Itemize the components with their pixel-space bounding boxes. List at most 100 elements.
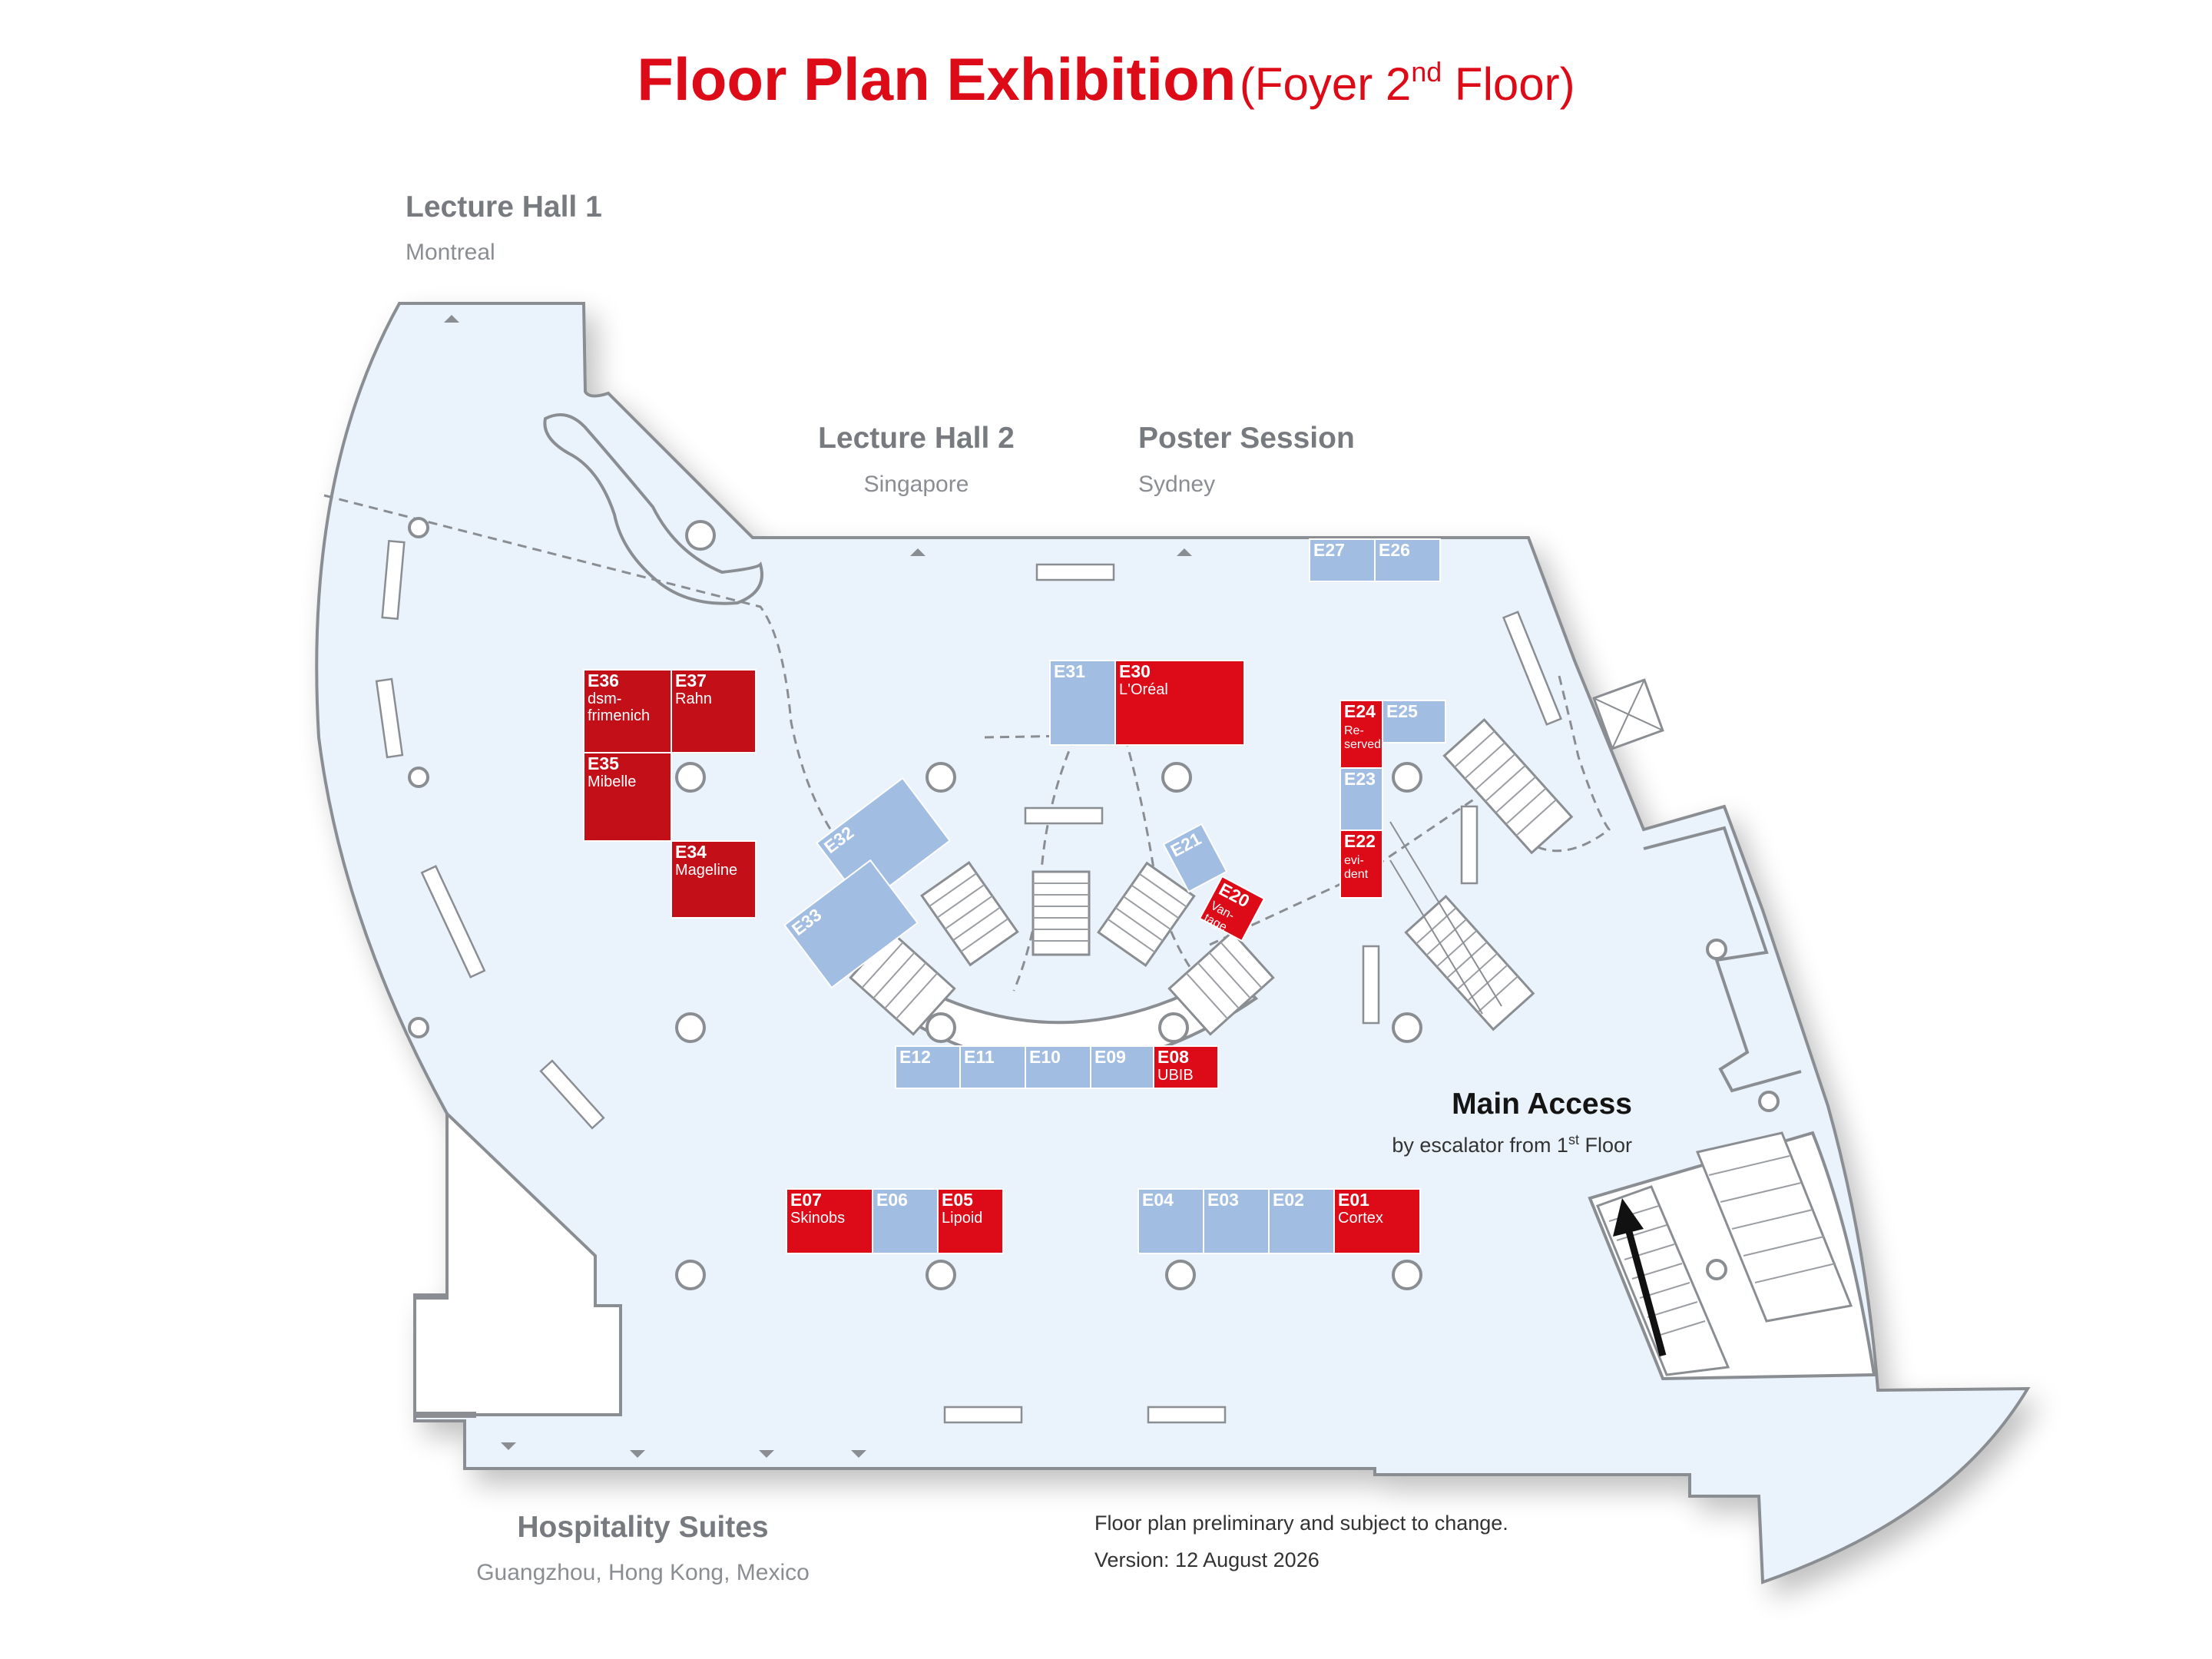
booth-area[interactable] [583,752,672,842]
pillar [1165,1260,1196,1290]
title-sub: (Foyer 2nd Floor) [1239,56,1575,110]
booth-id-label: E23 [1344,769,1376,789]
booth-area[interactable] [937,1188,1004,1254]
booth-area[interactable] [872,1188,939,1254]
booth-e12[interactable]: E12 [895,1045,961,1089]
stair-right-upper [1442,718,1574,855]
booth-area[interactable] [1090,1045,1154,1089]
booth-e02[interactable]: E02 [1268,1188,1335,1254]
version-note: Version: 12 August 2026 [1094,1548,1320,1571]
booth-area[interactable] [671,669,757,753]
booth-e10[interactable]: E10 [1025,1045,1091,1089]
booth-area[interactable] [1339,767,1383,831]
booth-id-label: E06 [876,1190,908,1210]
pillar [926,1012,956,1043]
booth-id-label: E24 [1344,701,1376,721]
booth-area[interactable] [583,669,672,753]
stair-guide-2 [1389,859,1483,1015]
pillar [1158,1012,1189,1043]
right-wall-niche [1643,826,1802,1093]
booth-area[interactable] [1268,1188,1335,1254]
booth-id-label: E37 [675,671,707,690]
booth-e09[interactable]: E09 [1090,1045,1154,1089]
booth-e21[interactable]: E21 [1162,823,1228,893]
booth-e32[interactable]: E32 [816,777,951,907]
booth-area[interactable] [1162,823,1228,893]
booth-area[interactable] [786,1188,873,1254]
booth-e04[interactable]: E04 [1137,1188,1204,1254]
poster-session-name: Poster Session [1138,422,1355,455]
booth-id-label: E34 [675,842,707,862]
bench-1 [1035,563,1115,581]
main-access-sub: by escalator from 1st Floor [1392,1132,1632,1157]
bench-3 [943,1406,1023,1424]
booth-area[interactable] [783,859,919,989]
pillar [685,520,716,551]
booth-id-label: E03 [1207,1190,1239,1210]
lecture-hall-1-sub: Montreal [406,240,495,265]
pillar [1392,762,1422,793]
escalator-up-arrow-icon [1613,1198,1667,1357]
booth-e25[interactable]: E25 [1382,700,1446,743]
booth-area[interactable] [1198,875,1266,942]
booth-area[interactable] [1382,700,1446,743]
booth-area[interactable] [1309,538,1376,582]
poster-session-sub: Sydney [1138,472,1215,497]
booth-area[interactable] [1153,1045,1219,1089]
pillar [1392,1012,1422,1043]
booth-area[interactable] [1049,660,1116,746]
bench-7 [420,865,486,979]
booth-area[interactable] [895,1045,961,1089]
booth-company-label: evi-dent [1344,854,1369,881]
bench-9 [1502,611,1562,726]
pillar [408,517,429,538]
booth-company-label: UBIB [1157,1067,1194,1084]
booth-area[interactable] [1333,1188,1421,1254]
booth-e23[interactable]: E23 [1339,767,1383,831]
booth-id-label: E02 [1273,1190,1304,1210]
booth-company-label: L'Oréal [1119,681,1168,698]
pillar [1392,1260,1422,1290]
booth-id-label: E27 [1313,540,1345,560]
door-marker-2 [910,548,926,556]
sculpture-wall [543,413,763,605]
booth-e27[interactable]: E27 [1309,538,1376,582]
booth-area[interactable] [1374,538,1441,582]
booth-e11[interactable]: E11 [959,1045,1026,1089]
door-marker-1 [444,315,459,323]
booth-area[interactable] [1114,660,1245,746]
pillar [675,762,706,793]
booth-e22[interactable]: E22 evi-dent [1339,830,1383,899]
booth-id-label: E31 [1054,661,1085,681]
booth-id-label: E22 [1344,831,1376,851]
booth-area[interactable] [1025,1045,1091,1089]
booth-e06[interactable]: E06 [872,1188,939,1254]
title-main: Floor Plan Exhibition [637,45,1237,113]
door-marker-6 [759,1450,774,1458]
bench-11 [1362,945,1380,1025]
bench-5 [381,539,406,621]
lecture-hall-1-name: Lecture Hall 1 [406,190,602,224]
booth-area[interactable] [816,777,951,907]
booth-e03[interactable]: E03 [1203,1188,1270,1254]
booth-id-label: E10 [1029,1047,1061,1067]
booth-area[interactable] [671,840,757,919]
booth-area[interactable] [1339,700,1383,769]
booth-area[interactable] [1137,1188,1204,1254]
bench-4 [1147,1406,1227,1424]
booth-e31[interactable]: E31 [1049,660,1116,746]
booth-e26[interactable]: E26 [1374,538,1441,582]
booth-area[interactable] [1339,830,1383,899]
bench-10 [1460,805,1479,885]
lecture-hall-2-sub: Singapore [864,472,969,497]
